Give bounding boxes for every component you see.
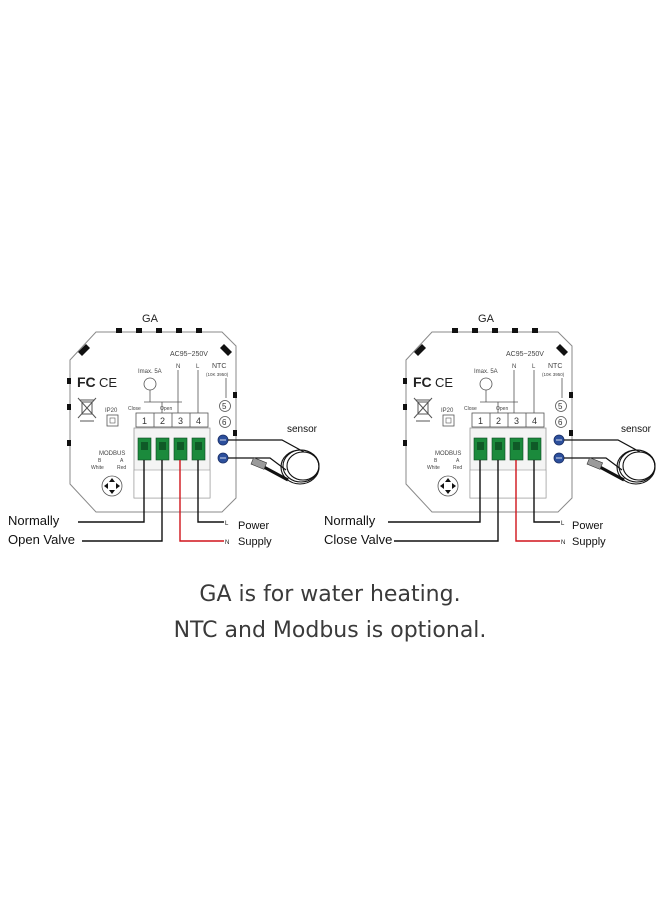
ip-rating-label: IP20 (105, 408, 118, 414)
live-marker: L (561, 521, 565, 527)
thermostat-unit-1: GA FC CE AC95~250V Imax. 5A N L (8, 313, 320, 548)
weee-bin-icon (413, 397, 433, 422)
valve-label-line2: Close Valve (324, 532, 392, 547)
neutral-marker: N (225, 540, 229, 546)
valve-label-line1: Normally (8, 513, 60, 528)
modbus-a-label: A (456, 458, 460, 464)
valve-wires (78, 460, 163, 542)
ntc-terminal-6: 6 (558, 418, 563, 427)
ntc-terminal-numbers: 5 6 (219, 400, 231, 428)
pin-n-label: N (176, 364, 180, 370)
live-marker: L (225, 521, 229, 527)
valve-wires (388, 460, 499, 542)
unit-title: GA (478, 313, 495, 325)
terminal-number-4: 4 (532, 416, 537, 426)
modbus-white-label: White (91, 465, 104, 471)
thermostat-unit-2: GA FC CE AC95~250V Imax. 5A N L (324, 313, 656, 548)
reset-button-icon (101, 475, 123, 497)
ntc-title: NTC (212, 363, 226, 370)
terminal-number-4: 4 (196, 416, 201, 426)
unit-title: GA (142, 313, 159, 325)
modbus-label: MODBUS (99, 451, 125, 457)
sensor-probe (586, 449, 656, 485)
terminal-number-strip: 1 2 3 4 (471, 412, 545, 428)
current-label: Imax. 5A (474, 369, 498, 375)
sensor-label: sensor (287, 424, 318, 435)
sensor-probe (250, 449, 320, 485)
terminal-number-3: 3 (178, 416, 183, 426)
terminal-number-1: 1 (478, 416, 483, 426)
modbus-red-label: Red (453, 465, 462, 471)
valve-open-label: Open (496, 406, 508, 412)
screw-terminals (137, 437, 206, 461)
modbus-b-label: B (98, 458, 102, 464)
relay-symbol (479, 370, 535, 414)
svg-text:CE: CE (99, 375, 117, 390)
terminal-number-2: 2 (496, 416, 501, 426)
valve-close-label: Close (128, 406, 141, 412)
ntc-terminal-5: 5 (222, 402, 227, 411)
terminal-number-strip: 1 2 3 4 (135, 412, 209, 428)
mounting-tabs (67, 328, 237, 446)
power-label-line2: Supply (238, 536, 272, 548)
valve-label-line2: Open Valve (8, 532, 75, 547)
svg-text:FC: FC (413, 374, 432, 390)
power-label-line1: Power (238, 520, 270, 532)
valve-open-label: Open (160, 406, 172, 412)
svg-text:CE: CE (435, 375, 453, 390)
voltage-label: AC95~250V (506, 351, 544, 358)
pin-l-label: L (532, 364, 536, 370)
caption-line-2: NTC and Modbus is optional. (173, 618, 487, 643)
current-label: Imax. 5A (138, 369, 162, 375)
neutral-marker: N (561, 540, 565, 546)
ntc-terminal-6: 6 (222, 418, 227, 427)
power-label-line2: Supply (572, 536, 606, 548)
modbus-b-label: B (434, 458, 438, 464)
sensor-label: sensor (621, 424, 652, 435)
power-wires (515, 460, 560, 542)
modbus-white-label: White (427, 465, 440, 471)
weee-bin-icon (77, 397, 97, 422)
power-wires (179, 460, 224, 542)
modbus-red-label: Red (117, 465, 126, 471)
screw-terminals (473, 437, 542, 461)
ntc-terminal-5: 5 (558, 402, 563, 411)
ip-rating-label: IP20 (441, 408, 454, 414)
certification-marks: FC CE (77, 374, 117, 390)
terminal-number-1: 1 (142, 416, 147, 426)
pin-n-label: N (512, 364, 516, 370)
mounting-tabs (403, 328, 573, 446)
ntc-sub: (10K 3950) (206, 372, 229, 377)
relay-symbol (143, 370, 199, 414)
valve-label-line1: Normally (324, 513, 376, 528)
terminal-number-2: 2 (160, 416, 165, 426)
pin-l-label: L (196, 364, 200, 370)
ntc-sub: (10K 3950) (542, 372, 565, 377)
reset-button-icon (437, 475, 459, 497)
valve-close-label: Close (464, 406, 477, 412)
caption-line-1: GA is for water heating. (199, 582, 461, 607)
power-label-line1: Power (572, 520, 604, 532)
ntc-title: NTC (548, 363, 562, 370)
ntc-terminal-numbers: 5 6 (555, 400, 567, 428)
modbus-label: MODBUS (435, 451, 461, 457)
svg-text:FC: FC (77, 374, 96, 390)
voltage-label: AC95~250V (170, 351, 208, 358)
modbus-a-label: A (120, 458, 124, 464)
certification-marks: FC CE (413, 374, 453, 390)
terminal-number-3: 3 (514, 416, 519, 426)
